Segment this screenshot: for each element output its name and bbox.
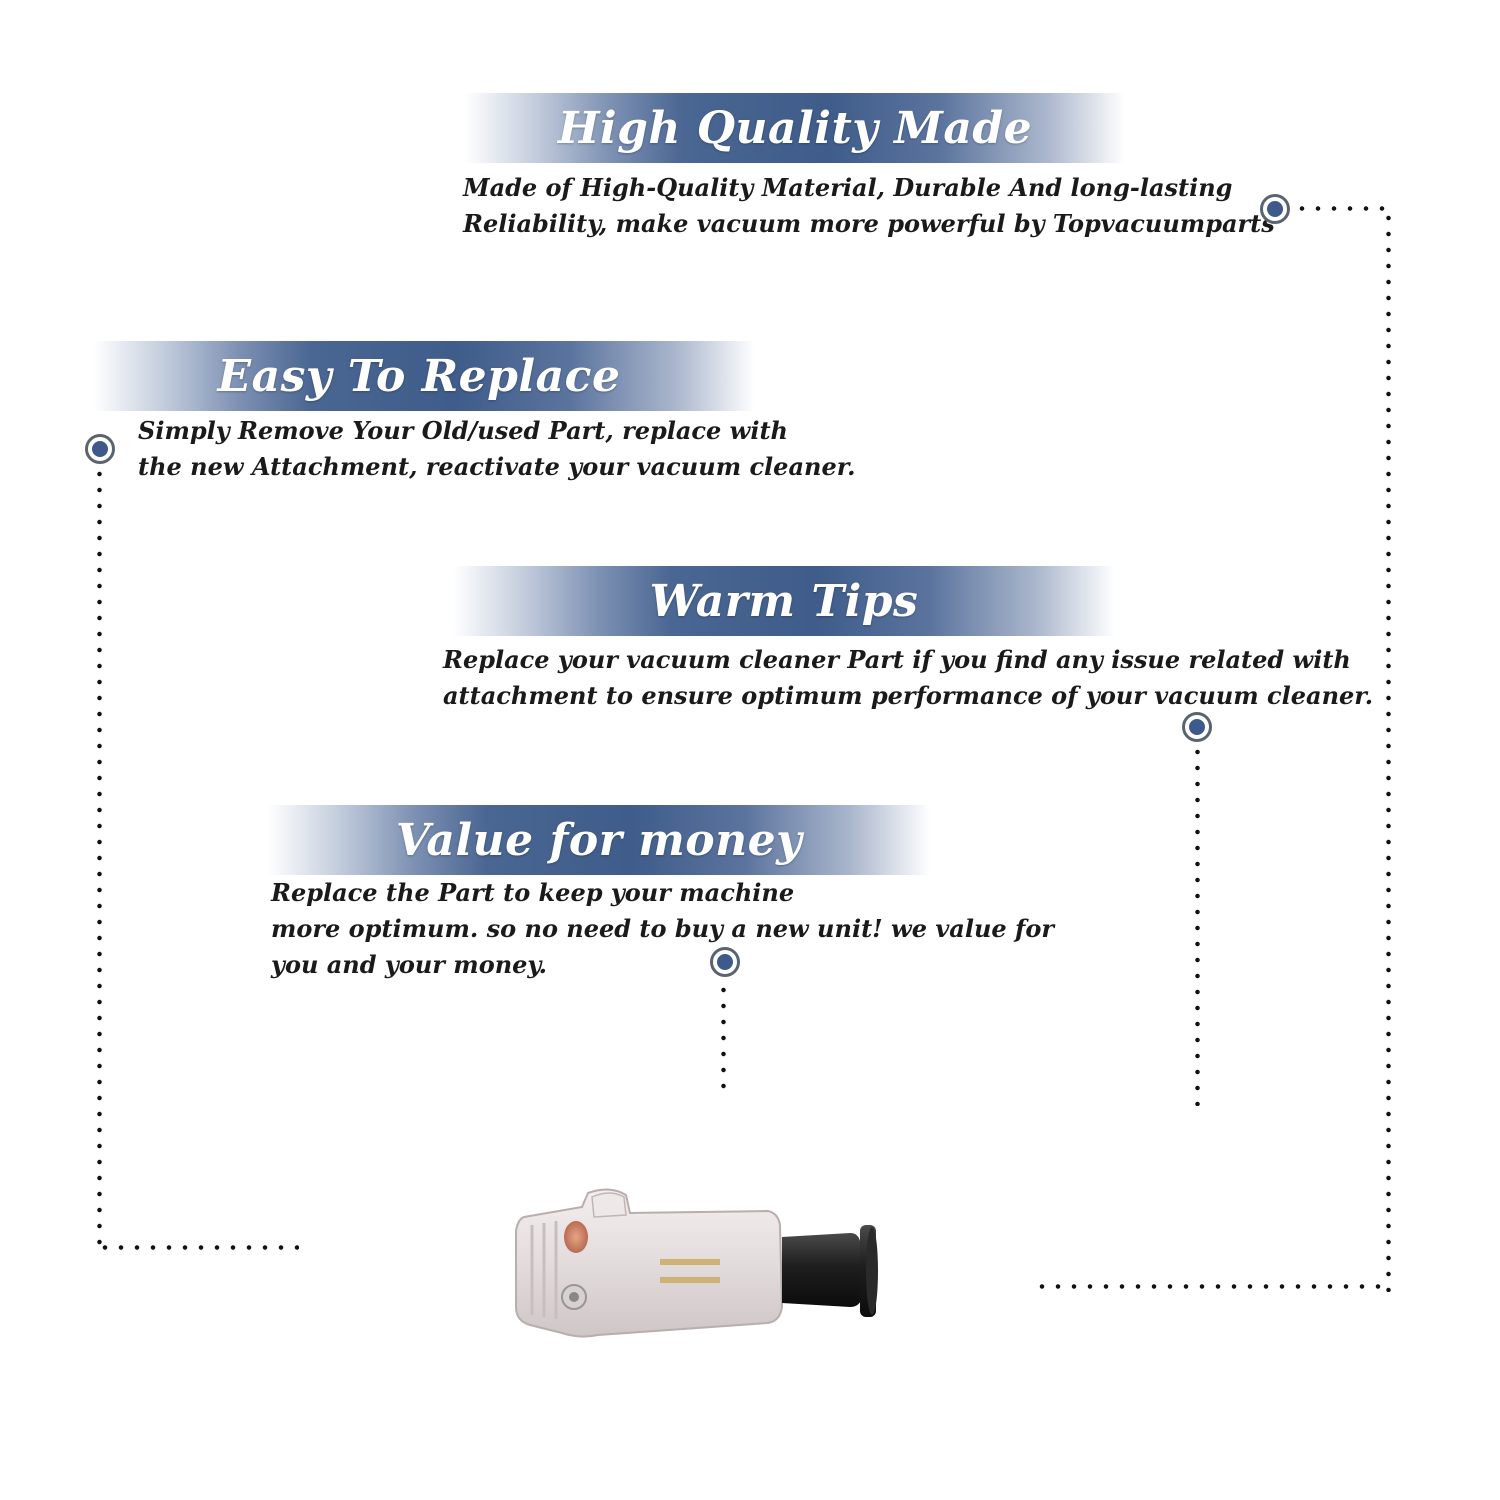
section-description: Replace the Part to keep your machine mo…	[271, 875, 1054, 983]
marker-dot-icon	[85, 434, 115, 464]
marker-dot-icon	[1260, 194, 1290, 224]
marker-dot-icon	[710, 947, 740, 977]
dotted-connector	[97, 1245, 299, 1250]
section-title: Warm Tips	[649, 575, 919, 627]
description-line: Replace your vacuum cleaner Part if you …	[443, 645, 1351, 674]
banner-easy-replace: Easy To Replace	[93, 341, 755, 411]
section-title: High Quality Made	[557, 102, 1033, 154]
section-title: Value for money	[395, 814, 803, 866]
banner-value-money: Value for money	[268, 805, 930, 875]
dotted-connector	[1195, 744, 1200, 1106]
section-title: Easy To Replace	[217, 350, 621, 402]
dotted-connector	[721, 982, 726, 1092]
section-description: Made of High-Quality Material, Durable A…	[463, 170, 1275, 242]
description-line: you and your money.	[271, 950, 547, 979]
vacuum-part-icon	[515, 1188, 878, 1338]
description-line: the new Attachment, reactivate your vacu…	[138, 452, 856, 481]
marker-dot-icon	[1182, 712, 1212, 742]
description-line: Made of High-Quality Material, Durable A…	[463, 173, 1233, 202]
section-description: Simply Remove Your Old/used Part, replac…	[138, 413, 856, 485]
section-description: Replace your vacuum cleaner Part if you …	[443, 642, 1373, 714]
description-line: Simply Remove Your Old/used Part, replac…	[138, 416, 788, 445]
banner-high-quality: High Quality Made	[465, 93, 1125, 163]
description-line: Reliability, make vacuum more powerful b…	[463, 209, 1275, 238]
description-line: more optimum. so no need to buy a new un…	[271, 914, 1054, 943]
description-line: Replace the Part to keep your machine	[271, 878, 795, 907]
dotted-connector	[97, 466, 102, 1250]
banner-warm-tips: Warm Tips	[453, 566, 1115, 636]
product-image	[510, 1185, 890, 1355]
description-line: attachment to ensure optimum performance…	[443, 681, 1374, 710]
dotted-connector	[1034, 1284, 1390, 1289]
dotted-connector	[1294, 206, 1390, 211]
dotted-connector	[1386, 210, 1391, 1292]
